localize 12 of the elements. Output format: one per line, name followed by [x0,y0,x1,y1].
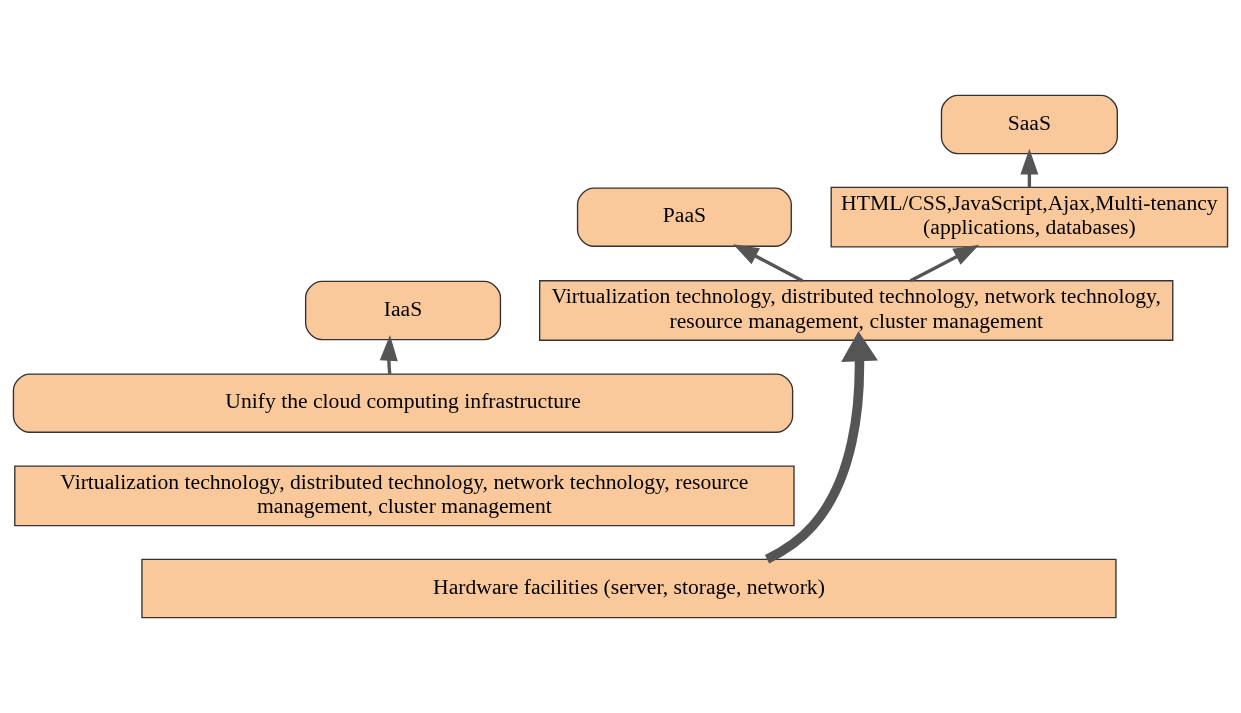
arrow [909,244,980,283]
node-box: HTML/CSS,JavaScript,Ajax,Multi-tenancy (applications, databases) [830,186,1229,248]
node-box: Virtualization technology, distributed technology, network technology, resource management, cluster management [539,280,1174,341]
arrow [733,244,804,283]
node-box: Virtualization technology, distributed technology, network technology, resource management, cluster management [14,465,795,527]
arrow [379,335,398,374]
node-box: Unify the cloud computing infrastructure [12,373,794,433]
node-box: IaaS [304,280,502,341]
node-box: Hardware facilities (server, storage, network) [141,558,1117,619]
node-box: PaaS [576,187,792,247]
node-box: SaaS [940,94,1118,155]
arrow [764,331,878,564]
